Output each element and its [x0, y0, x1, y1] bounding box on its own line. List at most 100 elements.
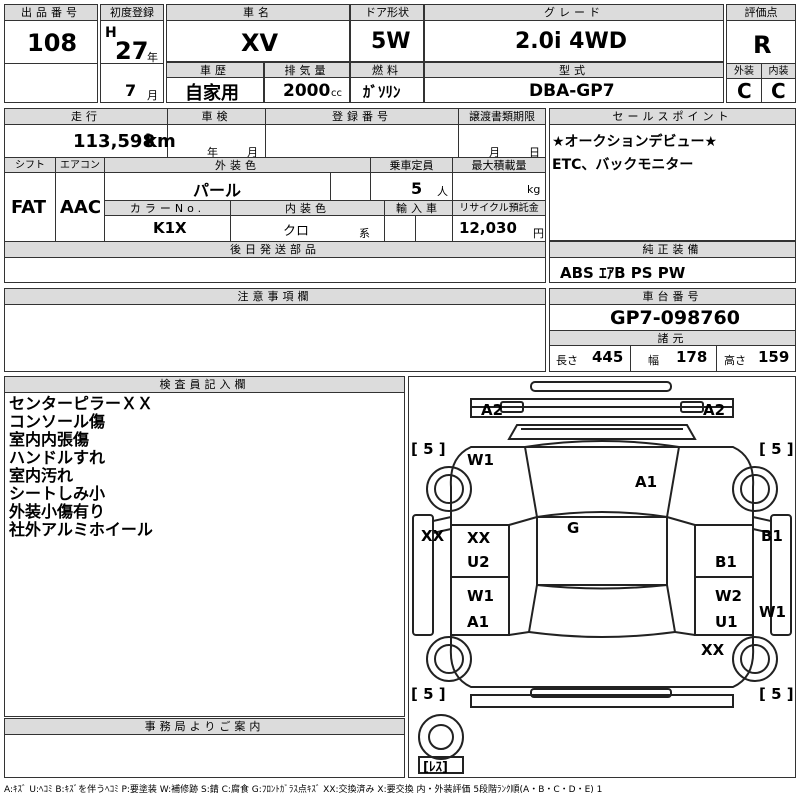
interior-score: C — [771, 79, 786, 103]
mark-w2-rr-door: W2 — [715, 587, 742, 605]
sales-point-cell: セールスポイント ★オークションデビュー★ ETC、バックモニター — [549, 108, 796, 241]
length: 445 — [592, 348, 624, 366]
mark-xx-rear: XX — [701, 641, 725, 659]
damage-legend: A:ｷｽﾞ U:ﾍｺﾐ B:ｷｽﾞを伴うﾍｺﾐ P:要塗装 W:補修跡 S:錆 … — [4, 785, 603, 795]
width: 178 — [676, 348, 708, 366]
color-header: 外装色 — [105, 158, 370, 173]
car-damage-diagram: A2 A2 [ 5 ] [ 5 ] W1 A1 G XX B1 XX U2 B1… — [408, 376, 796, 778]
inspection-year-unit: 年 — [207, 146, 218, 159]
shift: FAT — [11, 197, 47, 218]
displacement: 2000 — [283, 81, 331, 101]
length-label: 長さ — [556, 354, 578, 367]
vehicle-info-grid: 走行 車検 登録番号 譲渡書類期限 113,598 km 年 月 月 日 シフト… — [4, 108, 546, 242]
tire-rear-right: [ 5 ] — [759, 685, 794, 703]
import-header: 輸入車 — [385, 201, 452, 216]
model-cell: 型式 DBA-GP7 — [424, 62, 724, 103]
tire-front-right: [ 5 ] — [759, 440, 794, 458]
door-header: ドア形状 — [351, 5, 423, 21]
door-cell: ドア形状 5W — [350, 4, 424, 62]
office-notice-cell: 事務局よりご案内 — [4, 718, 405, 778]
grade-header: グレード — [425, 5, 723, 21]
interior-color: クロ — [283, 224, 310, 239]
displacement-unit: cc — [331, 88, 342, 99]
ac-header: エアコン — [56, 158, 104, 173]
sales-point-header: セールスポイント — [550, 109, 795, 125]
tire-front-left: [ 5 ] — [411, 440, 446, 458]
year-unit: 年 — [147, 51, 158, 64]
capacity: 5 — [411, 179, 423, 198]
displacement-header: 排気量 — [265, 63, 349, 78]
mileage: 113,598 — [73, 131, 155, 152]
inspector-notes-header: 検査員記入欄 — [5, 377, 404, 393]
capacity-unit: 人 — [437, 185, 448, 198]
mark-a2-left: A2 — [481, 401, 503, 419]
later-parts-header: 後日発送部品 — [5, 242, 545, 258]
car-name-header: 車名 — [167, 5, 349, 21]
mileage-header: 走行 — [5, 109, 167, 125]
width-label: 幅 — [648, 354, 659, 367]
tire-rear-left: [ 5 ] — [411, 685, 446, 703]
score-cell: 評価点 R 外装 内装 C C — [726, 4, 796, 103]
fuel-header: 燃料 — [351, 63, 423, 78]
inspector-note: コンソール傷 — [9, 412, 106, 431]
door-type: 5W — [371, 29, 411, 54]
overall-score: R — [753, 31, 772, 59]
mark-u1-rr-door: U1 — [715, 613, 738, 631]
interior-color-unit: 系 — [359, 227, 370, 240]
month-unit: 月 — [147, 89, 158, 102]
capacity-header: 乗車定員 — [371, 158, 452, 173]
equipment: ABS ｴｱB PS PW — [560, 264, 686, 282]
grade: 2.0i 4WD — [515, 29, 628, 54]
mark-b1-fr-door: B1 — [715, 553, 737, 571]
mark-w1-front: W1 — [467, 451, 494, 469]
transfer-day-unit: 日 — [529, 146, 540, 159]
score-header: 評価点 — [727, 5, 795, 21]
inspector-note: 室内汚れ — [9, 466, 74, 485]
history: 自家用 — [185, 83, 239, 104]
shift-header: シフト — [5, 158, 55, 173]
later-parts-cell: 後日発送部品 — [4, 241, 546, 283]
height-label: 高さ — [724, 354, 746, 367]
car-outline-svg: A2 A2 [ 5 ] [ 5 ] W1 A1 G XX B1 XX U2 B1… — [411, 381, 794, 775]
equipment-header: 純正装備 — [550, 242, 795, 258]
sales-point-line-2: ETC、バックモニター — [552, 157, 694, 173]
lot-number-cell: 出品番号 108 — [4, 4, 98, 103]
inspector-notes-cell: 検査員記入欄 センターピラーＸＸ コンソール傷 室内内張傷 ハンドルすれ 室内汚… — [4, 376, 405, 717]
first-registration-header: 初度登録 — [101, 5, 163, 21]
air-conditioner: AAC — [60, 197, 102, 218]
load-header: 最大積載量 — [453, 158, 545, 173]
load-unit: kg — [527, 183, 541, 196]
inspector-note: センターピラーＸＸ — [9, 394, 154, 413]
inspector-note: ハンドルすれ — [9, 448, 106, 467]
interior-score-header: 内装 — [762, 64, 795, 79]
mark-xx-left: XX — [421, 527, 445, 545]
model-header: 型式 — [425, 63, 723, 78]
displacement-cell: 排気量 2000 cc — [264, 62, 350, 103]
caution-header: 注意事項欄 — [5, 289, 545, 305]
lot-number: 108 — [27, 29, 78, 57]
fuel-cell: 燃料 ｶﾞｿﾘﾝ — [350, 62, 424, 103]
sales-point-line-1: ★オークションデビュー★ — [552, 134, 718, 150]
mark-a2-right: A2 — [703, 401, 725, 419]
era-mark: H — [105, 25, 117, 41]
exterior-color: パール — [193, 181, 242, 200]
mark-u2-fl-door: U2 — [467, 553, 490, 571]
interior-color-header: 内装色 — [231, 201, 384, 216]
fuel: ｶﾞｿﾘﾝ — [363, 83, 401, 101]
mark-xx-fl-door: XX — [467, 529, 491, 547]
first-registration-cell: 初度登録 H 27 年 7 月 — [100, 4, 164, 103]
exterior-score: C — [737, 79, 752, 103]
mark-b1-right: B1 — [761, 527, 783, 545]
transfer-header: 譲渡書類期限 — [459, 109, 545, 125]
mark-a1-rl-door: A1 — [467, 613, 489, 631]
height: 159 — [758, 348, 790, 366]
mark-a1-hood: A1 — [635, 473, 657, 491]
car-name-cell: 車名 XV — [166, 4, 350, 62]
equipment-cell: 純正装備 ABS ｴｱB PS PW — [549, 241, 796, 283]
history-cell: 車歴 自家用 — [166, 62, 264, 104]
plate-header: 登録番号 — [266, 109, 458, 125]
registration-year: 27 — [115, 37, 149, 65]
spare-tire-mark: [ﾚｽ] — [423, 760, 448, 775]
inspector-note: 室内内張傷 — [9, 430, 90, 449]
recycle-unit: 円 — [533, 227, 544, 240]
